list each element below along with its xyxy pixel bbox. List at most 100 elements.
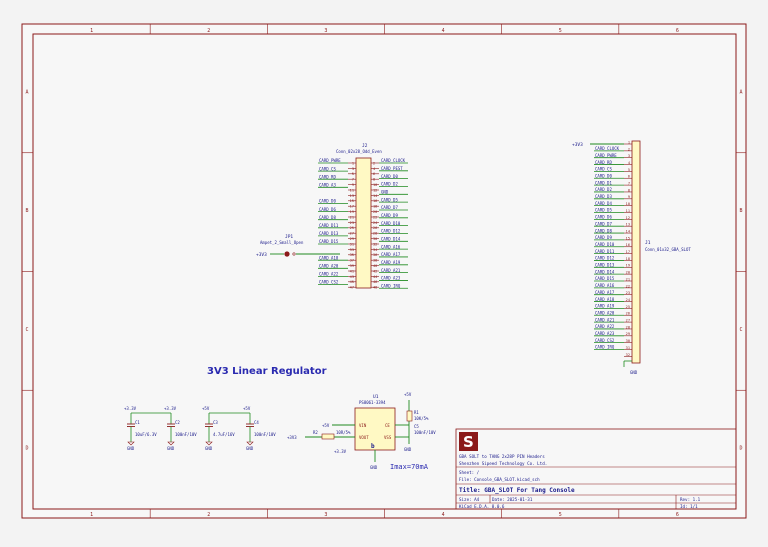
frame-col-bottom: 6 <box>676 512 679 518</box>
j1-net-label: CARD_A19 <box>595 304 615 309</box>
j2-left-pin-num: 29 <box>350 237 354 241</box>
frame-row-right: A <box>739 89 742 95</box>
j2-right-pin-num: 36 <box>373 253 377 257</box>
j1-net-label: CARD_IRQ <box>595 345 615 350</box>
j2-body <box>355 157 372 289</box>
j1-net-label: CARD_D2 <box>595 187 612 192</box>
j1-net-label: CARD_A22 <box>595 324 615 329</box>
j2-right-pin-num: 26 <box>373 226 377 230</box>
j1-net-label: CARD_A23 <box>595 331 615 336</box>
tb-kicad: KiCad E.D.A. 8.0.6 <box>459 504 505 509</box>
j2-value: Conn_02x28_Odd_Even <box>336 149 382 154</box>
cap-value: 4.7uF/16V <box>213 432 235 437</box>
j1-net-label: CARD_D1 <box>595 180 612 185</box>
u1-out-power: +3.3V <box>334 449 347 454</box>
imax-note: Imax=70mA <box>390 463 429 471</box>
jp1-pad-a <box>284 251 290 257</box>
connector-j2: J2 Conn_02x28_Odd_Even 13579111315171921… <box>318 143 408 290</box>
j1-pin-num: 26 <box>626 312 630 316</box>
u1-vin-power: +5V <box>404 392 412 397</box>
j1-pin-num: 28 <box>626 325 630 329</box>
frame-row-left: B <box>25 208 28 214</box>
regulator-u1: U1 PS8061-3394 VIN CE VOUT VSS b +5V +3V… <box>287 392 436 471</box>
j2-left-net-label: CARD_D8 <box>319 215 336 220</box>
j1-pin-num: 16 <box>626 243 630 247</box>
j1-pin-num: 25 <box>626 305 630 309</box>
j1-net-label: CARD_D0 <box>595 173 612 178</box>
j2-right-net-label: CARD_D7 <box>381 205 398 210</box>
j2-left-net-label: CARD_A18 <box>319 255 339 260</box>
j1-pin-num: 9 <box>628 195 630 199</box>
tb-id: Id: 1/1 <box>680 504 698 509</box>
regulator-heading: 3V3 Linear Regulator <box>207 366 327 377</box>
j1-net-label: CARD_D10 <box>595 242 615 247</box>
j1-pin-num: 11 <box>626 209 630 213</box>
j1-pin-num: 6 <box>628 175 630 179</box>
j2-left-net-label: CARD_D15 <box>319 239 339 244</box>
u1-gnd-net: GND <box>370 465 378 470</box>
j2-right-pin-num: 34 <box>373 248 377 252</box>
frame-col-top: 6 <box>676 28 679 34</box>
cap-gnd-net: GND <box>127 446 135 451</box>
cap-power-net: +3.3V <box>124 406 137 411</box>
r2-value: 10R/5% <box>336 430 351 435</box>
j2-left-pin-num: 15 <box>350 199 354 203</box>
j2-left-pin-num: 17 <box>350 205 354 209</box>
cap-ref: C1 <box>135 420 140 425</box>
sipeed-logo <box>459 432 478 451</box>
j1-pin-num: 20 <box>626 271 630 275</box>
j2-left-pin-num: 1 <box>352 161 354 165</box>
j2-right-pin-num: 42 <box>373 269 377 273</box>
j2-left-pin-num: 27 <box>350 232 354 236</box>
j2-right-net-label: CARD_D5 <box>381 197 398 202</box>
j1-net-label: CARD_PWRE <box>595 153 617 158</box>
j2-left-net-label: CARD_A20 <box>319 264 339 269</box>
j1-pins: 1234567891011121314151617181920212223242… <box>594 140 632 367</box>
u1-out-net: +3V3 <box>287 435 297 440</box>
j2-right-pin-num: 14 <box>373 194 377 198</box>
frame-col-top: 1 <box>90 28 93 34</box>
j1-pin-num: 3 <box>628 154 630 158</box>
j2-left-net-label: CARD_A3 <box>319 183 336 188</box>
j1-net-label: CARD_D5 <box>595 208 612 213</box>
j1-pin-num: 5 <box>628 168 630 172</box>
tb-sheet: Sheet: / <box>459 470 480 475</box>
tb-date: Date: 2025-01-31 <box>492 497 533 502</box>
j2-left-pin-num: 11 <box>350 188 354 192</box>
j1-pin-num: 32 <box>626 353 630 357</box>
cap-gnd-symbol <box>167 441 175 446</box>
cap-ref: C2 <box>175 420 180 425</box>
j1-pin-num: 21 <box>626 277 630 281</box>
j1-pin-num: 7 <box>628 182 630 186</box>
j2-right-net-label: CARD_PEST <box>381 166 403 171</box>
j2-right-pin-num: 2 <box>373 161 375 165</box>
u1-value: PS8061-3394 <box>359 400 386 405</box>
j2-right-net-label: CARD_A17 <box>381 252 401 257</box>
j1-net-label: CARD_CS <box>595 167 612 172</box>
j1-ref: J1 <box>645 240 651 246</box>
j2-right-net-label: CARD_A21 <box>381 268 401 273</box>
r1-value: 10K/5% <box>414 416 429 421</box>
j2-right-pin-num: 4 <box>373 167 375 171</box>
u1-pin-vout: VOUT <box>359 435 369 440</box>
j2-left-net-label: CARD_D13 <box>319 231 339 236</box>
j2-left-net-label: CARD_D11 <box>319 223 339 228</box>
j2-left-net-label: CARD_RD <box>319 174 336 179</box>
j2-left-net-label: CARD_A22 <box>319 272 339 277</box>
cap-ref: C4 <box>254 420 259 425</box>
title-block: S GBA SOLT to TANG 2x28P PIN Headers She… <box>455 428 737 510</box>
frame-row-left: D <box>25 446 28 452</box>
sipeed-logo-glyph: S <box>463 433 474 451</box>
j2-right-net-label: GND <box>381 190 389 195</box>
j2-right-pin-num: 22 <box>373 215 377 219</box>
j1-net-label: CARD_RD <box>595 160 612 165</box>
cap-gnd-net: GND <box>167 446 175 451</box>
j2-left-pin-num: 25 <box>350 226 354 230</box>
cap-gnd-symbol <box>205 441 213 446</box>
cap-value: 100nF/10V <box>254 432 276 437</box>
frame-row-left: A <box>25 89 28 95</box>
j2-left-pin-num: 13 <box>350 194 354 198</box>
frame-col-bottom: 5 <box>559 512 562 518</box>
